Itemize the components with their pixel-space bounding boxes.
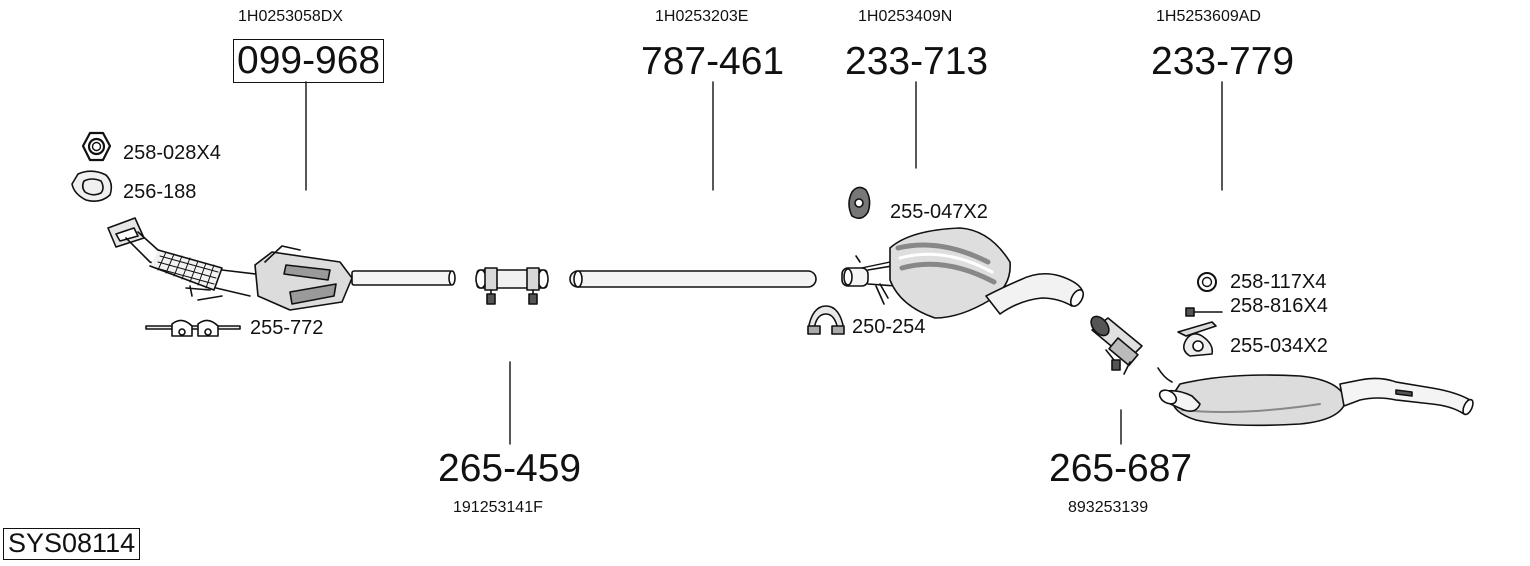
accessory-label-clamp[interactable]: 250-254 xyxy=(852,316,926,338)
bracket-icon xyxy=(145,319,241,337)
part-number-catalyst[interactable]: 099-968 xyxy=(233,39,385,83)
part-number-connector-1[interactable]: 265-459 xyxy=(438,447,582,490)
nut-icon xyxy=(81,131,112,162)
oe-number-middle-silencer: 1H0253409N xyxy=(858,8,953,25)
rubber-mount-1-icon xyxy=(848,186,871,220)
oe-number-front-pipe: 1H0253203E xyxy=(655,8,749,25)
accessory-label-nut[interactable]: 258-028X4 xyxy=(123,142,221,164)
leader-lines xyxy=(305,81,1223,445)
part-number-front-pipe[interactable]: 787-461 xyxy=(641,40,785,83)
accessory-label-rubber-mount-2[interactable]: 255-034X2 xyxy=(1230,335,1328,357)
front-pipe-drawing xyxy=(569,270,817,288)
flex-pipe-pattern xyxy=(155,251,219,289)
oe-number-catalyst: 1H0253058DX xyxy=(238,8,343,25)
connector-2-drawing xyxy=(1090,315,1143,375)
oe-number-connector-2: 893253139 xyxy=(1068,499,1149,516)
system-id-badge: SYS08114 xyxy=(3,528,141,560)
connector-1-drawing xyxy=(475,267,549,305)
oe-number-rear-silencer: 1H5253609AD xyxy=(1156,8,1261,25)
accessory-label-ring[interactable]: 258-117X4 xyxy=(1230,271,1327,293)
bolt-icon xyxy=(1185,307,1223,317)
accessory-label-bracket[interactable]: 255-772 xyxy=(250,317,324,339)
catalyst-drawing xyxy=(107,217,456,311)
part-number-rear-silencer[interactable]: 233-779 xyxy=(1151,40,1295,83)
part-number-middle-silencer[interactable]: 233-713 xyxy=(845,40,989,83)
oe-number-connector-1: 191253141F xyxy=(453,499,543,516)
rubber-mount-2-icon xyxy=(1177,321,1217,357)
rear-silencer-drawing xyxy=(1157,367,1474,427)
accessory-label-gasket[interactable]: 256-188 xyxy=(123,181,197,203)
clamp-icon xyxy=(807,305,845,335)
gasket-icon xyxy=(71,170,113,202)
accessory-label-rubber-mount-1[interactable]: 255-047X2 xyxy=(890,201,988,223)
part-number-connector-2[interactable]: 265-687 xyxy=(1049,447,1193,490)
accessory-label-bolt[interactable]: 258-816X4 xyxy=(1230,295,1328,317)
middle-silencer-drawing xyxy=(841,227,1085,319)
ring-icon xyxy=(1197,272,1217,292)
